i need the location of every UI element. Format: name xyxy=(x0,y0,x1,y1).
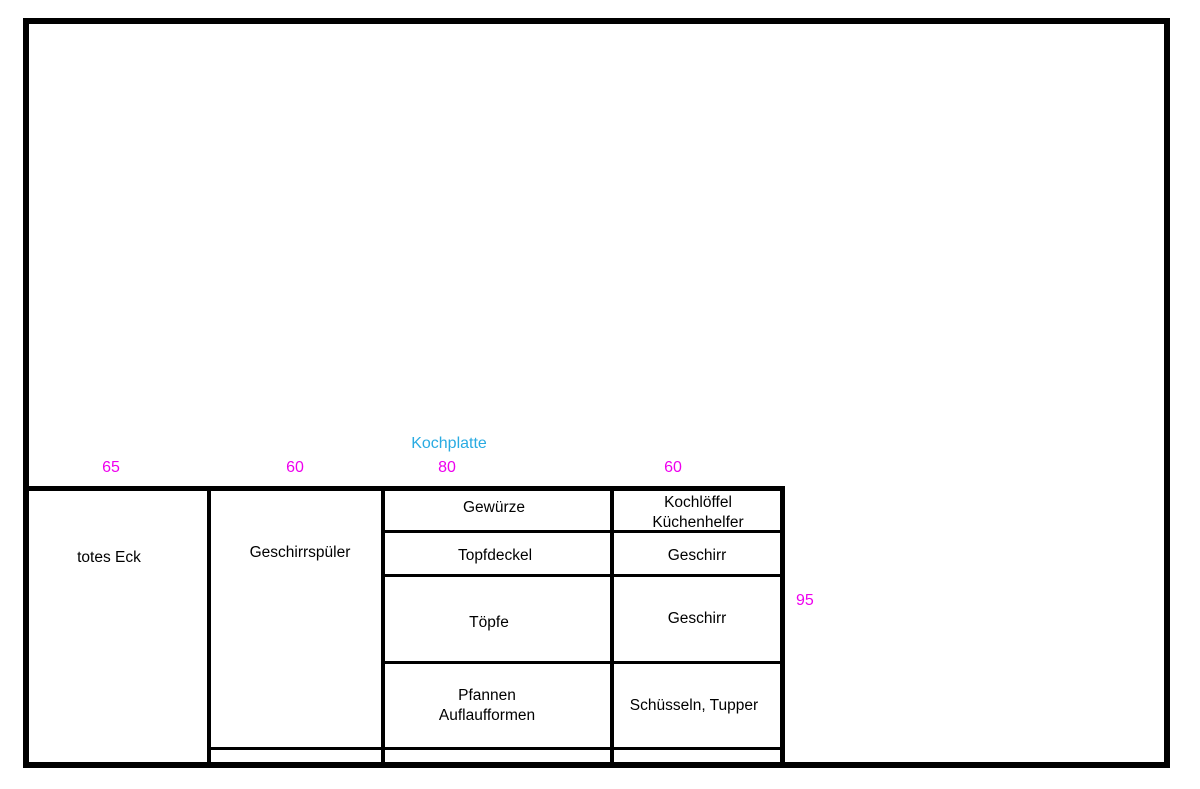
divider-geschirrspueler xyxy=(381,486,385,768)
divider-totes-eck xyxy=(207,486,211,768)
cell-pfannen-auflaufformen: Pfannen Auflaufformen xyxy=(438,687,536,724)
shelf-line-2 xyxy=(383,574,785,577)
dimension-depth: 95 xyxy=(796,592,814,609)
cell-schuesseln-tupper: Schüsseln, Tupper xyxy=(629,697,759,714)
cell-geschirrspueler: Geschirrspüler xyxy=(249,544,351,561)
shelf-line-3 xyxy=(383,661,785,664)
kochplatte-label: Kochplatte xyxy=(411,435,487,452)
dimension-geschirrspueler: 60 xyxy=(286,459,304,476)
cell-geschirr-oben: Geschirr xyxy=(667,547,727,564)
dimension-unterschrank: 80 xyxy=(438,459,456,476)
divider-unterschrank xyxy=(610,486,614,768)
cell-geschirr-mitte: Geschirr xyxy=(667,610,727,627)
cell-kochloeffel-kuechenhelfer: Kochlöffel Küchenhelfer xyxy=(652,494,744,531)
cell-gewuerze: Gewürze xyxy=(462,499,526,516)
dimension-oberschrank: 60 xyxy=(664,459,682,476)
room-outline xyxy=(23,18,1170,768)
cell-toepfe: Töpfe xyxy=(469,614,509,631)
shelf-line-4 xyxy=(209,747,785,750)
cabinet-right-line xyxy=(780,486,785,768)
dimension-totes-eck: 65 xyxy=(102,459,120,476)
cabinet-top-line xyxy=(23,486,785,491)
cell-totes-eck: totes Eck xyxy=(77,549,141,566)
cell-topfdeckel: Topfdeckel xyxy=(457,547,533,564)
shelf-line-1 xyxy=(383,530,785,533)
